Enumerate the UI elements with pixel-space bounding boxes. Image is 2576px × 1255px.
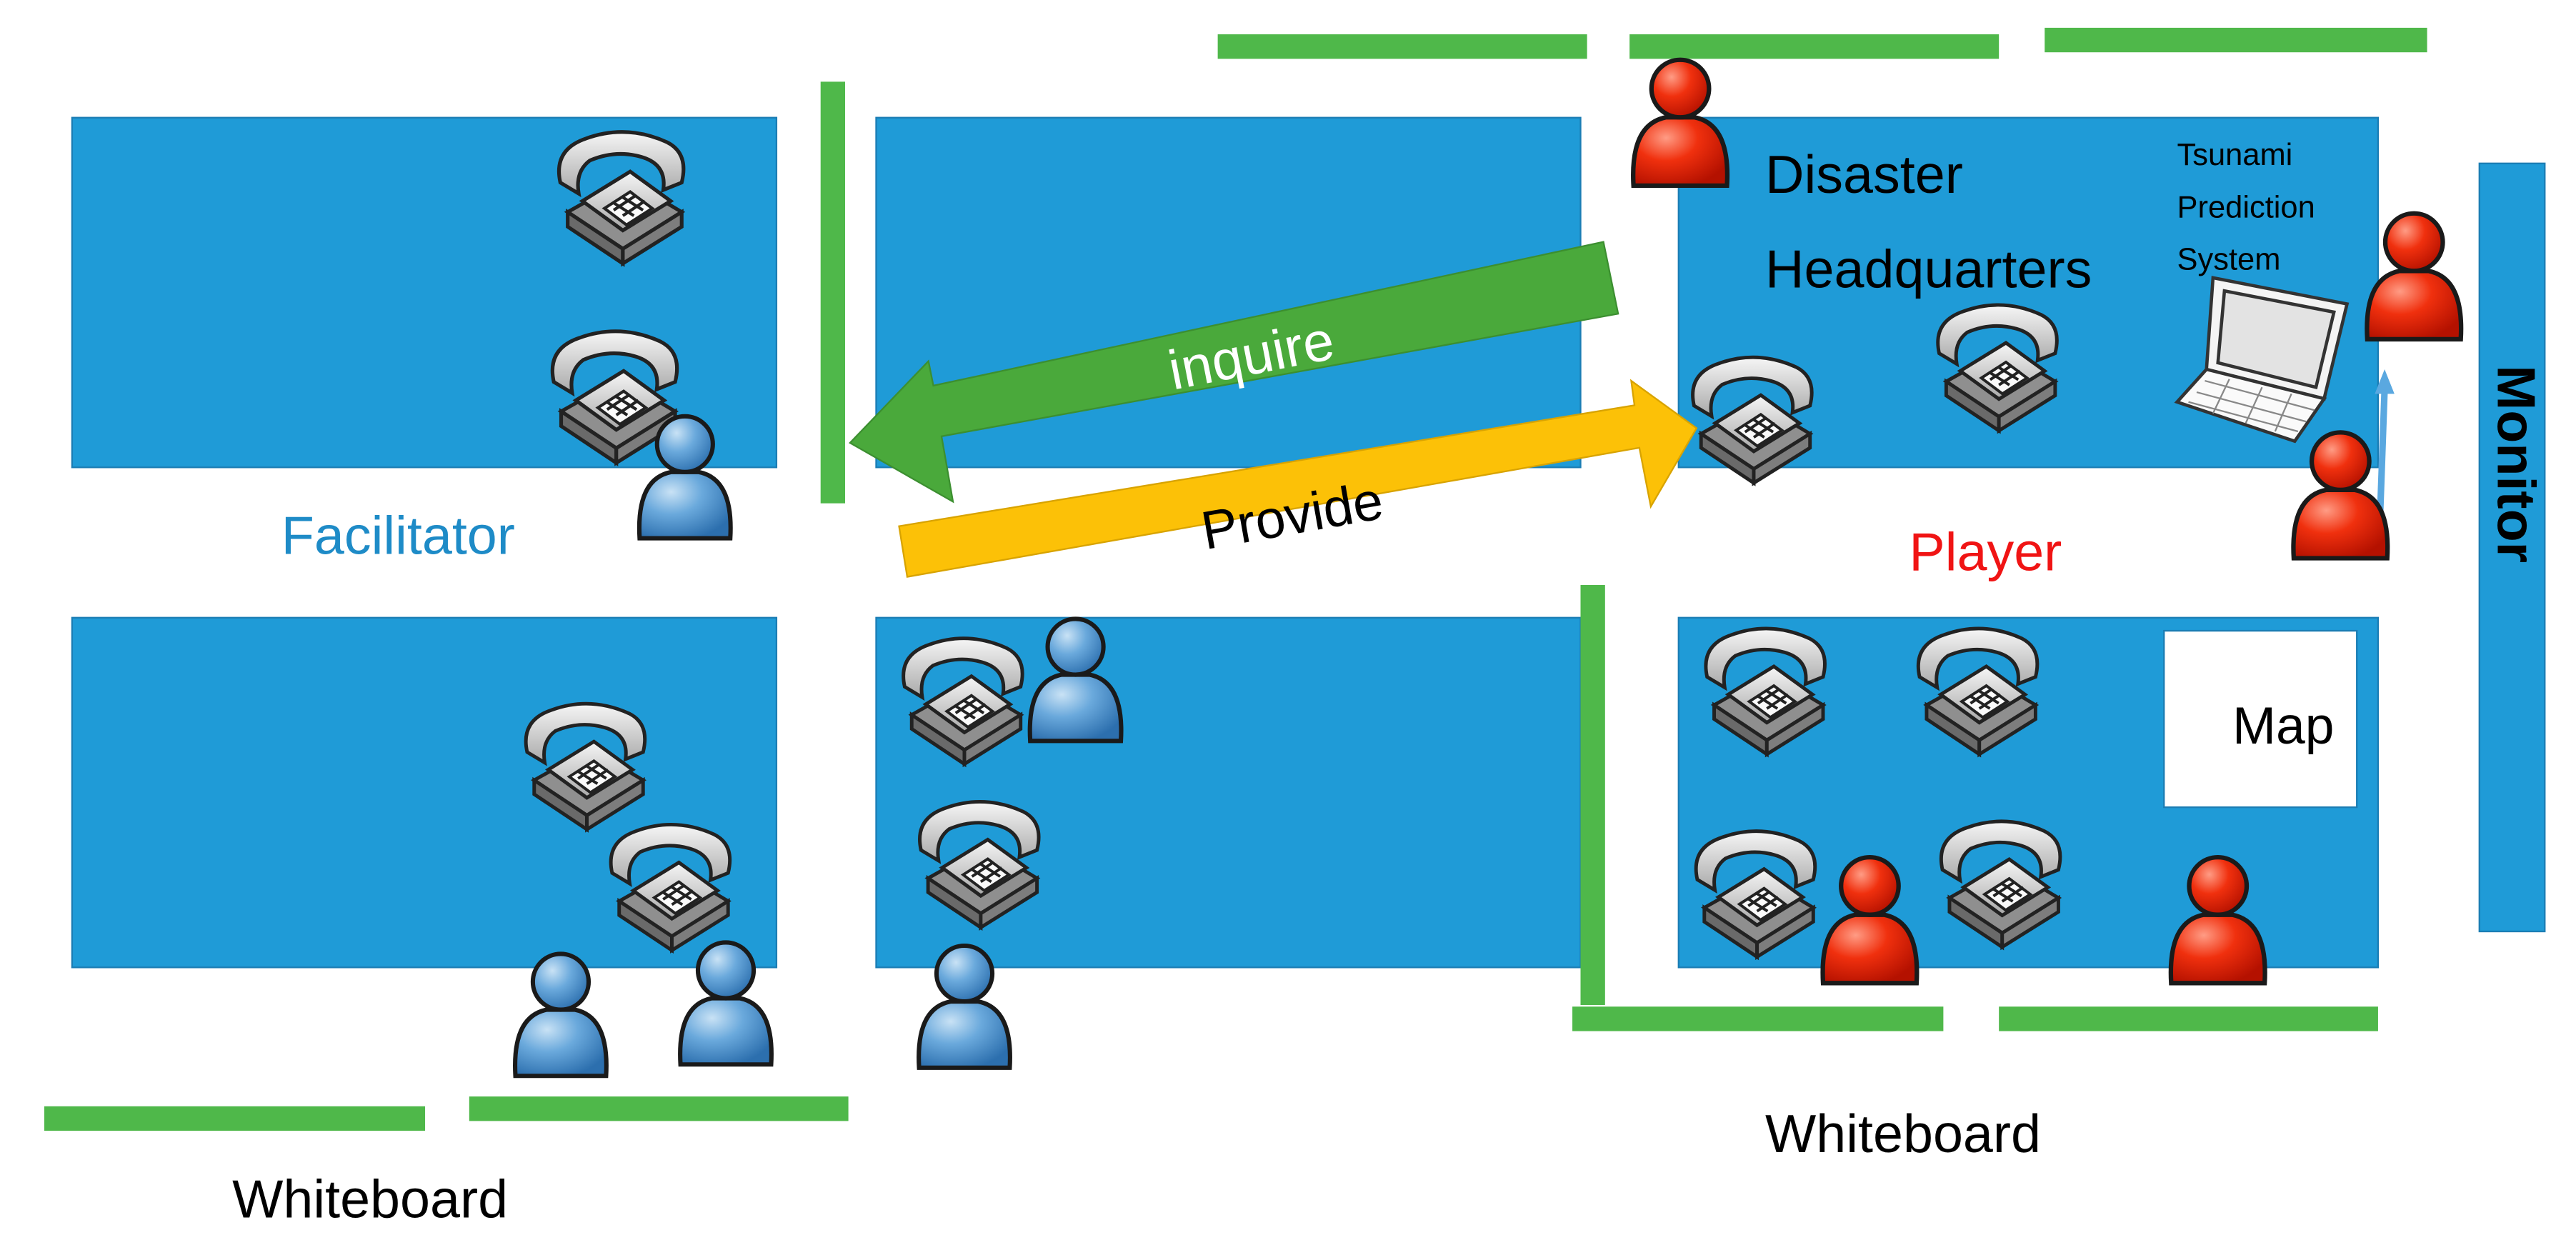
- disaster-hq-title-line2: Headquarters: [1765, 239, 2092, 299]
- whiteboard-bar: [44, 1106, 426, 1131]
- laptop-icon: [2174, 276, 2350, 444]
- inquire-arrow: [849, 241, 1619, 504]
- whiteboard-bar: [1217, 34, 1587, 59]
- whiteboard-bars: [44, 27, 2427, 1131]
- monitor-panel: [2478, 162, 2546, 933]
- tsunami-label-line3: System: [2177, 242, 2281, 276]
- whiteboard-bar: [469, 1096, 849, 1121]
- whiteboard-bar: [1999, 1006, 2378, 1031]
- whiteboard-label-right: Whiteboard: [1765, 1104, 2041, 1164]
- map-label: Map: [2232, 696, 2334, 755]
- whiteboard-bar: [1629, 34, 2000, 59]
- whiteboard-bar: [1580, 585, 1605, 1005]
- monitor-arrow-line: [2376, 389, 2388, 526]
- whiteboard-bar: [2045, 27, 2427, 53]
- whiteboard-bar: [1572, 1006, 1944, 1031]
- tsunami-label-line2: Prediction: [2177, 190, 2315, 224]
- monitor-arrowhead: [2375, 369, 2395, 394]
- tsunami-label-line1: Tsunami: [2177, 138, 2293, 172]
- whiteboard-label-left: Whiteboard: [232, 1169, 508, 1229]
- facilitator-label: Facilitator: [281, 506, 515, 566]
- facilitator-person-icon: [515, 954, 606, 1076]
- player-person-icon: [2367, 214, 2461, 339]
- monitor-label: Monitor: [2487, 365, 2547, 563]
- whiteboard-bar: [820, 81, 846, 504]
- player-label: Player: [1909, 521, 2062, 581]
- map-box: [2163, 629, 2358, 809]
- disaster-hq-title-line1: Disaster: [1765, 144, 1963, 204]
- provide-arrow: [898, 379, 1698, 578]
